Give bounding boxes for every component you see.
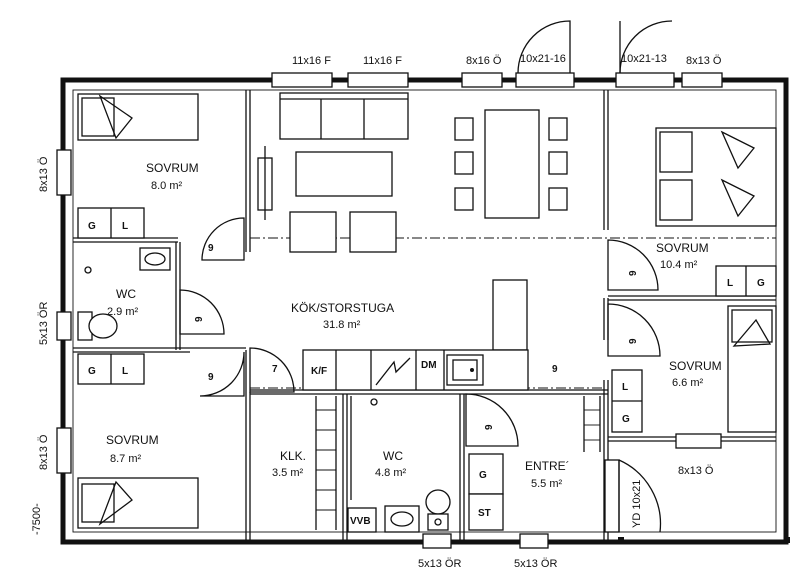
door-swing — [465, 393, 519, 447]
room-area: 3.5 m² — [272, 467, 304, 479]
single-bed — [727, 305, 777, 433]
cabinet-g-label: G — [479, 470, 487, 481]
balcony-door-swings — [517, 20, 673, 74]
wardrobe-g-label: G — [88, 366, 96, 377]
window-label: 11x16 F — [363, 55, 402, 67]
window-label: 8x13 Ö — [678, 465, 714, 477]
entrance-cabinets — [468, 453, 504, 531]
coat-rack — [583, 396, 601, 452]
window-label: 10x21-16 — [520, 53, 566, 65]
room-area: 8.7 m² — [110, 453, 142, 465]
door-swing — [249, 347, 295, 393]
room-name: KLK. — [280, 449, 306, 463]
room-area: 6.6 m² — [672, 377, 704, 389]
door-number: 9 — [628, 270, 639, 276]
window-label: 8x16 Ö — [466, 55, 502, 67]
room-area: 10.4 m² — [660, 259, 698, 271]
window-label: 11x16 F — [292, 55, 331, 67]
door-number: 9 — [552, 364, 558, 375]
closet-shelves — [315, 396, 337, 530]
door-swing — [201, 217, 245, 261]
room-name: ENTRE´ — [525, 459, 570, 473]
window-label: 5x13 ÖR — [418, 558, 461, 570]
wardrobe-g-label: G — [88, 221, 96, 232]
fridge-freezer-label: K/F — [311, 366, 327, 377]
windows-top — [271, 72, 723, 88]
room-area: 31.8 m² — [323, 319, 361, 331]
room-name: KÖK/STORSTUGA — [291, 301, 394, 315]
room-name: SOVRUM — [656, 241, 709, 255]
overall-dimension: -7500- — [31, 503, 43, 535]
wardrobe-g-label: G — [622, 414, 630, 425]
sofa — [279, 92, 409, 140]
bed — [77, 477, 199, 529]
wardrobe-g-label: G — [757, 278, 765, 289]
coffee-table — [295, 151, 393, 197]
tv-unit — [257, 146, 273, 220]
wardrobe-l-label: L — [122, 366, 128, 377]
window-label: 10x21-13 — [621, 53, 667, 65]
entrance-door — [604, 459, 790, 543]
windows-left — [56, 149, 72, 474]
wc-bottom-fixtures — [347, 396, 451, 533]
door-swing — [607, 239, 659, 291]
wardrobe — [77, 207, 145, 239]
window-label: 5x13 ÖR — [38, 302, 50, 345]
bed — [77, 93, 199, 141]
double-bed — [655, 127, 777, 227]
room-area: 4.8 m² — [375, 467, 407, 479]
dishwasher-label: DM — [421, 360, 437, 371]
room-name: SOVRUM — [106, 433, 159, 447]
windows-bottom — [422, 433, 722, 549]
door-swing — [199, 351, 245, 397]
dining-table — [454, 109, 568, 219]
window-label: 8x13 Ö — [686, 55, 722, 67]
room-name: SOVRUM — [146, 161, 199, 175]
door-number: 9 — [208, 243, 214, 254]
window-label: 8x13 Ö — [38, 156, 50, 192]
door-swing — [179, 289, 225, 335]
armchairs — [289, 211, 397, 253]
door-number: 9 — [194, 316, 205, 322]
wc-fixtures — [77, 247, 171, 341]
window-label: 8x13 Ö — [38, 434, 50, 470]
wardrobe-l-label: L — [622, 382, 628, 393]
wardrobe — [611, 369, 643, 433]
room-name: WC — [383, 449, 403, 463]
door-number: 9 — [484, 424, 495, 430]
window-label: 5x13 ÖR — [514, 558, 557, 570]
storage-label: ST — [478, 508, 491, 519]
door-number: 9 — [628, 338, 639, 344]
wardrobe — [715, 265, 777, 297]
room-name: SOVRUM — [669, 359, 722, 373]
room-area: 8.0 m² — [151, 180, 183, 192]
wardrobe — [77, 353, 145, 385]
entrance-door-label: YD 10x21 — [631, 480, 643, 528]
door-number: 9 — [208, 372, 214, 383]
wardrobe-l-label: L — [727, 278, 733, 289]
room-area: 2.9 m² — [107, 306, 139, 318]
kitchen-counter — [302, 279, 529, 391]
room-name: WC — [116, 287, 136, 301]
door-swing — [607, 303, 661, 357]
wardrobe-l-label: L — [122, 221, 128, 232]
room-area: 5.5 m² — [531, 478, 563, 490]
water-heater-label: VVB — [350, 516, 371, 527]
door-number: 7 — [272, 364, 278, 375]
